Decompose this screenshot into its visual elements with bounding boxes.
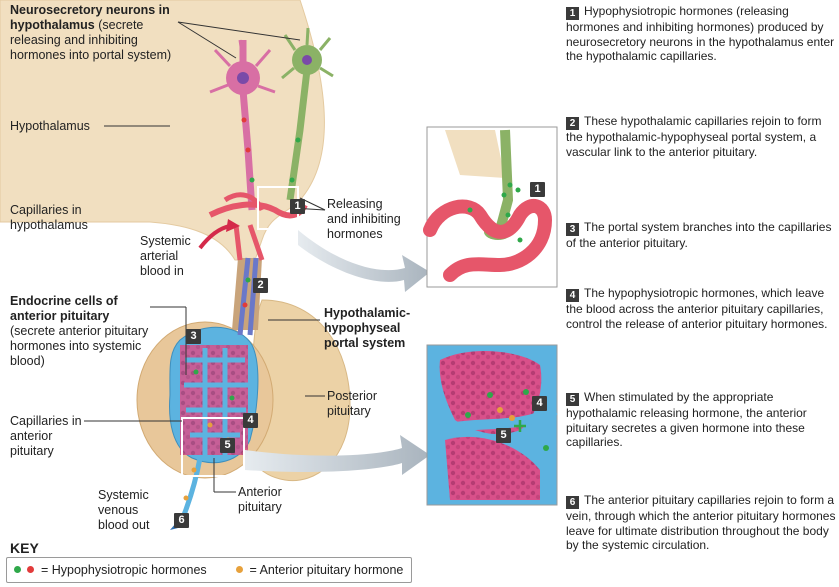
label-endocrine-cells: Endocrine cells of anterior pituitary (s…	[10, 294, 150, 369]
step-2-badge: 2	[566, 117, 579, 130]
marker-4: 4	[243, 413, 258, 428]
label-anterior-pituitary: Anterior pituitary	[238, 485, 308, 515]
label-capillaries-hypothalamus: Capillaries in hypothalamus	[10, 203, 110, 233]
key-anterior-hormone: = Anterior pituitary hormone	[236, 563, 403, 577]
marker-6: 6	[174, 513, 189, 528]
key-hypophysiotropic-label: = Hypophysiotropic hormones	[41, 563, 207, 577]
label-neurons: Neurosecretory neurons in hypothalamus (…	[10, 3, 190, 63]
step-3-text: The portal system branches into the capi…	[566, 220, 831, 250]
label-capillaries-anterior: Capillaries in anterior pituitary	[10, 414, 90, 459]
marker-3: 3	[186, 329, 201, 344]
green-dot-icon	[14, 566, 21, 573]
step-4-badge: 4	[566, 289, 579, 302]
label-neurons-title: Neurosecretory neurons in hypothalamus	[10, 3, 170, 32]
step-1-badge: 1	[566, 7, 579, 20]
step-3-badge: 3	[566, 223, 579, 236]
key-title: KEY	[10, 540, 39, 556]
orange-dot-icon	[236, 566, 243, 573]
label-systemic-arterial: Systemic arterial blood in	[140, 234, 200, 279]
label-endocrine-desc: (secrete anterior pituitary hormones int…	[10, 324, 148, 368]
label-hypothalamus: Hypothalamus	[10, 119, 90, 134]
step-5-badge: 5	[566, 393, 579, 406]
red-dot-icon	[27, 566, 34, 573]
label-portal-system: Hypothalamic-hypophyseal portal system	[324, 306, 424, 351]
zoom-marker-4: 4	[532, 396, 547, 411]
key-hypophysiotropic: = Hypophysiotropic hormones	[14, 563, 207, 577]
step-6-badge: 6	[566, 496, 579, 509]
label-systemic-venous: Systemic venous blood out	[98, 488, 168, 533]
step-2-text: These hypothalamic capillaries rejoin to…	[566, 114, 821, 159]
marker-5: 5	[220, 438, 235, 453]
step-5-text: When stimulated by the appropriate hypot…	[566, 390, 807, 449]
label-posterior-pituitary: Posterior pituitary	[327, 389, 397, 419]
step-6-text: The anterior pituitary capillaries rejoi…	[566, 493, 835, 552]
label-releasing-inhibiting: Releasing and inhibiting hormones	[327, 197, 405, 242]
step-1-text: Hypophysiotropic hormones (releasing hor…	[566, 4, 834, 63]
key-anterior-hormone-label: = Anterior pituitary hormone	[249, 563, 403, 577]
step-4-text: The hypophysiotropic hormones, which lea…	[566, 286, 827, 331]
marker-2: 2	[253, 278, 268, 293]
marker-1: 1	[290, 199, 305, 214]
label-endocrine-title: Endocrine cells of anterior pituitary	[10, 294, 118, 323]
zoom-marker-1: 1	[530, 182, 545, 197]
zoom-marker-5: 5	[496, 428, 511, 443]
